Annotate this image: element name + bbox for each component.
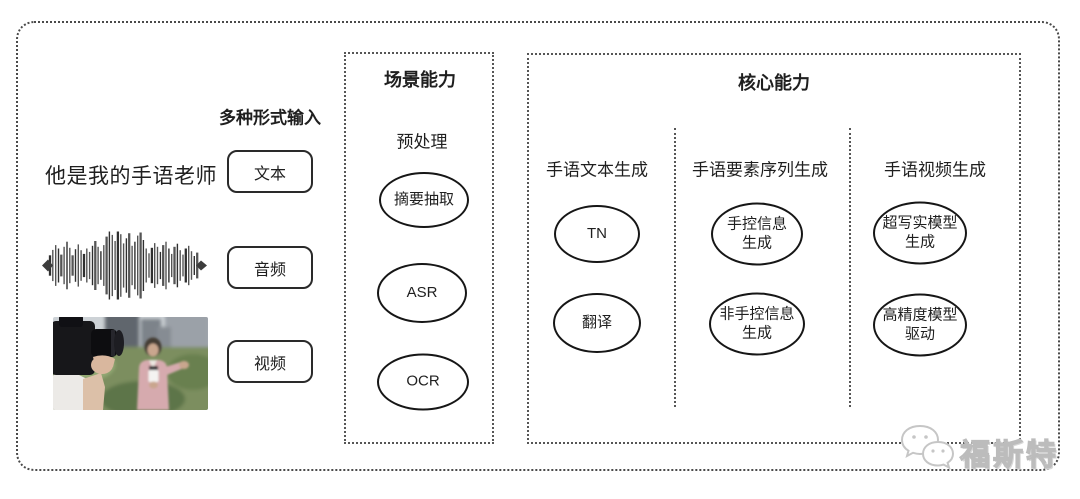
input-chip-text-label: 文本 [253, 165, 286, 183]
core-capability-box [527, 53, 1021, 444]
audio-waveform [42, 231, 207, 300]
watermark-text: 福斯特 [959, 438, 1059, 472]
column-separator-2 [849, 128, 851, 407]
reporter-photo [53, 317, 208, 410]
example-sentence: 他是我的手语老师 [45, 165, 217, 188]
node-manual-info-generation: 手控信息 生成 [711, 202, 803, 266]
node-ocr-label: OCR [406, 372, 440, 390]
node-nonmanual-info-generation: 非手控信息 生成 [709, 292, 805, 356]
input-section-header: 多种形式输入 [219, 108, 321, 128]
node-manual-info-line2: 生成 [741, 234, 772, 251]
node-asr-label: ASR [406, 283, 438, 301]
node-tn-label: TN [587, 224, 607, 242]
node-summary-extraction: 摘要抽取 [379, 172, 469, 228]
node-high-precision-line2: 驱动 [904, 325, 935, 342]
input-chip-audio: 音频 [227, 246, 313, 289]
node-hyperrealistic-line1: 超写实模型 [882, 214, 958, 232]
column-header-sign-video: 手语视频生成 [884, 160, 986, 180]
node-ocr: OCR [377, 353, 469, 411]
input-chip-audio-label: 音频 [253, 261, 286, 279]
node-hyperrealistic-model-generation: 超写实模型 生成 [873, 201, 967, 265]
node-tn: TN [554, 205, 640, 263]
diagram-outer-frame [16, 21, 1060, 471]
input-chip-video: 视频 [227, 340, 313, 383]
input-chip-video-label: 视频 [253, 355, 286, 373]
node-nonmanual-info-line2: 生成 [741, 324, 772, 341]
preprocess-label: 预处理 [396, 132, 448, 152]
column-separator-1 [674, 128, 676, 407]
node-summary-extraction-label: 摘要抽取 [393, 190, 454, 208]
scene-capability-box [344, 52, 494, 444]
node-high-precision-line1: 高精度模型 [882, 306, 958, 324]
input-chip-text: 文本 [227, 150, 313, 193]
node-high-precision-model-driving: 高精度模型 驱动 [873, 293, 967, 357]
core-box-title: 核心能力 [738, 73, 810, 93]
node-hyperrealistic-line2: 生成 [904, 233, 935, 250]
node-nonmanual-info-line1: 非手控信息 [719, 305, 795, 323]
column-header-sign-text: 手语文本生成 [546, 160, 648, 180]
node-manual-info-line1: 手控信息 [726, 215, 787, 233]
node-asr: ASR [377, 263, 467, 323]
scene-box-title: 场景能力 [384, 70, 456, 90]
chat-bubbles-icon [900, 424, 955, 470]
node-translation-label: 翻译 [581, 313, 612, 331]
column-header-sign-element-seq: 手语要素序列生成 [692, 160, 828, 180]
node-translation: 翻译 [553, 293, 641, 353]
